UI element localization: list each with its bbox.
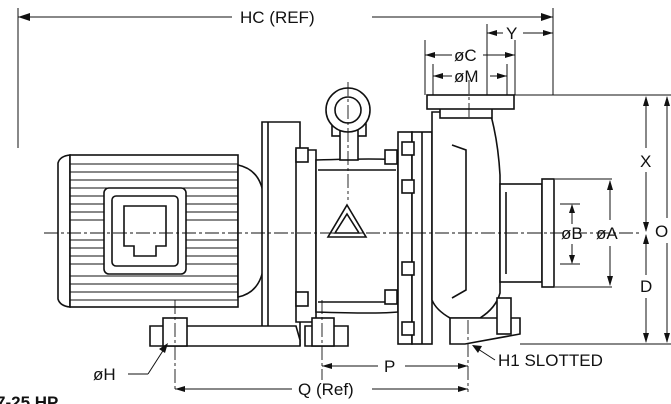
label-h: øH bbox=[93, 365, 116, 384]
hp-heading: 7-25 HP bbox=[0, 393, 58, 404]
label-o: O bbox=[655, 222, 668, 241]
label-x: X bbox=[640, 152, 651, 171]
motor bbox=[57, 154, 265, 308]
label-hc: HC (REF) bbox=[240, 8, 315, 27]
label-p: P bbox=[384, 357, 395, 376]
label-b: øB bbox=[561, 224, 583, 243]
pump-casing bbox=[397, 94, 555, 345]
dim-hc: HC (REF) bbox=[17, 8, 554, 148]
label-c: øC bbox=[454, 46, 477, 65]
label-m: øM bbox=[454, 67, 479, 86]
dim-y: Y bbox=[486, 24, 553, 95]
label-y: Y bbox=[506, 24, 517, 43]
label-d: D bbox=[640, 277, 652, 296]
dim-vertical: X D O øA øB bbox=[514, 94, 671, 345]
bracket bbox=[149, 87, 399, 347]
label-q: Q (Ref) bbox=[298, 380, 354, 399]
dim-bottom: P Q (Ref) øH H1 SLOTTED bbox=[93, 343, 603, 399]
dim-m: øM bbox=[432, 64, 508, 95]
dim-c: øC bbox=[424, 40, 516, 95]
label-h1: H1 SLOTTED bbox=[498, 351, 603, 370]
label-a: øA bbox=[596, 224, 618, 243]
centerlines bbox=[44, 80, 640, 392]
